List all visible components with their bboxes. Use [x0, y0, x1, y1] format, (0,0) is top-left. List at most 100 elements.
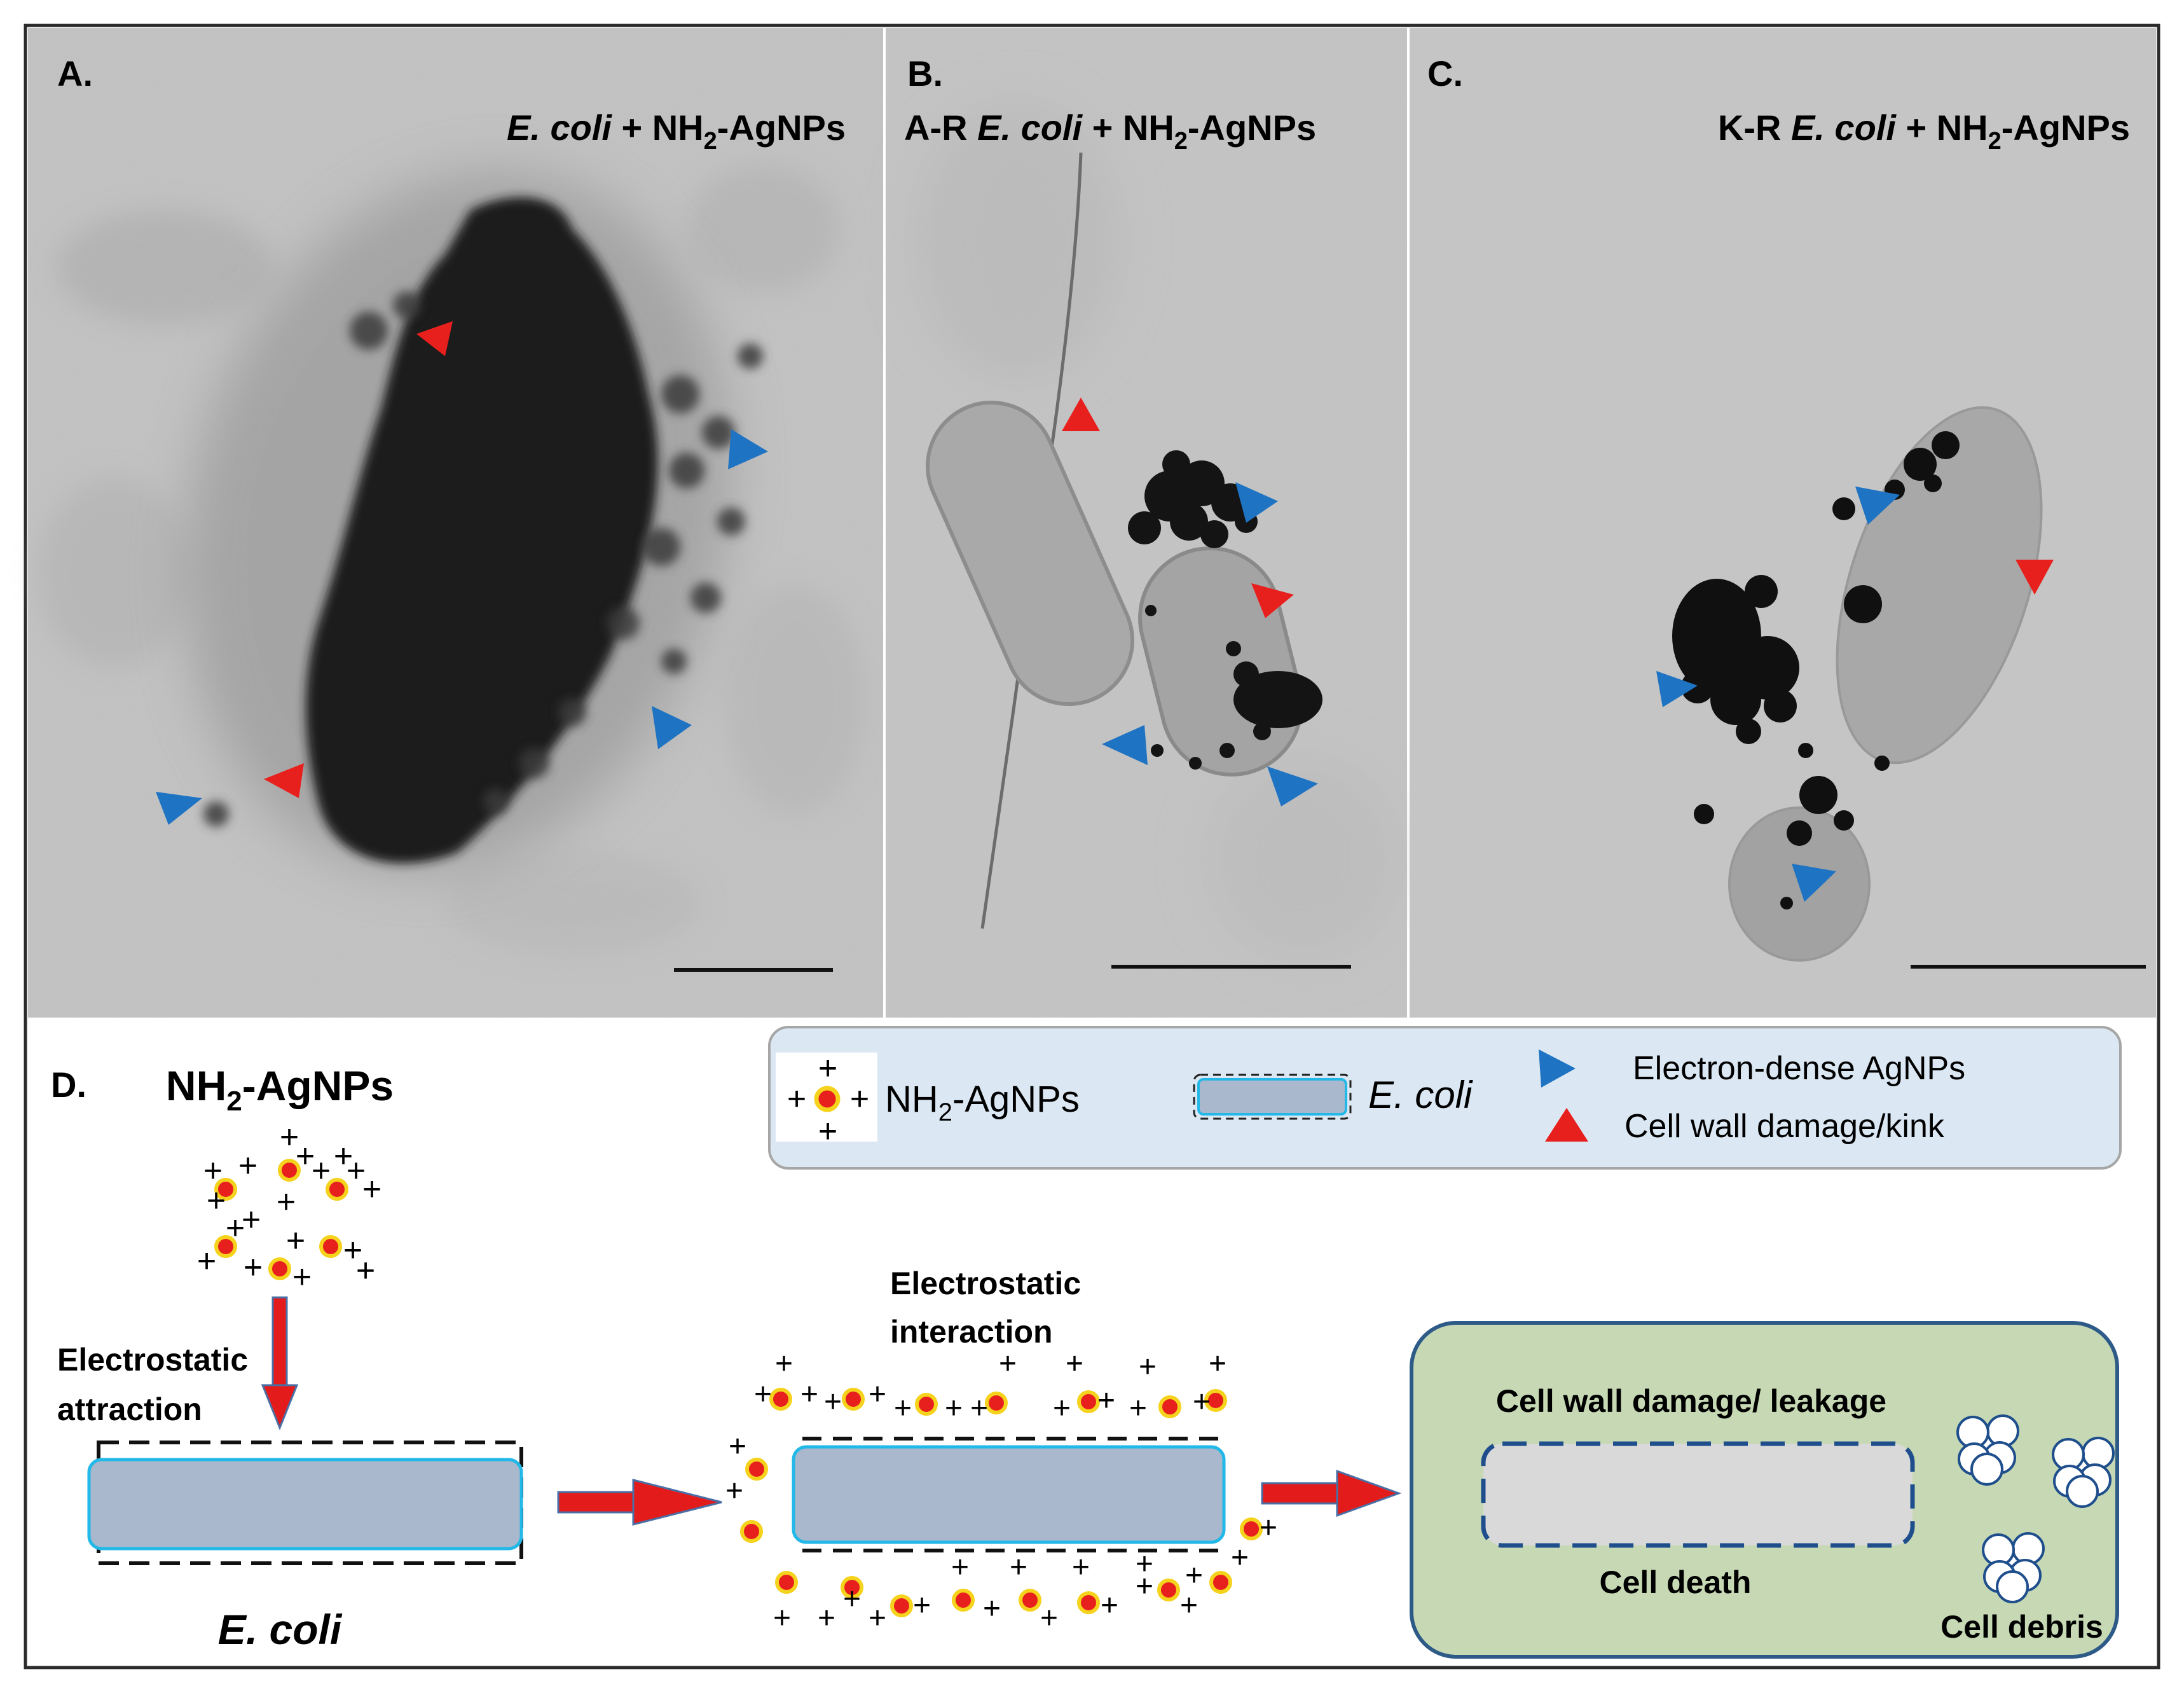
panel-a: A. E. coli + NH2-AgNPs	[28, 28, 883, 1018]
positive-charge: +	[238, 1147, 258, 1184]
positive-charge: +	[1209, 1347, 1226, 1381]
panel-b-blue-marker-2	[1102, 725, 1148, 765]
positive-charge: +	[1097, 1384, 1115, 1418]
panel-c-title: K-R E. coli + NH2-AgNPs	[1718, 107, 2130, 155]
nanoparticle	[326, 1178, 348, 1201]
legend-red-label: Cell wall damage/kink	[1624, 1108, 1945, 1145]
debris-fragment	[1970, 1453, 2003, 1486]
positive-charge: +	[773, 1601, 791, 1635]
positive-charge: +	[296, 1138, 315, 1175]
positive-charge: +	[869, 1378, 886, 1411]
positive-charge: +	[244, 1249, 263, 1286]
positive-charge: +	[1260, 1511, 1277, 1545]
panel-c-blue-marker-3	[1792, 864, 1836, 902]
legend-np-symbol: + + + +	[787, 1050, 869, 1150]
positive-charge: +	[312, 1152, 331, 1189]
positive-charge: +	[913, 1589, 931, 1622]
panel-a-blue-marker-1	[728, 429, 768, 469]
positive-charge: +	[970, 1392, 988, 1425]
positive-charge: +	[951, 1551, 969, 1584]
positive-charge: +	[1180, 1589, 1198, 1622]
damage-label: Cell wall damage/ leakage	[1496, 1383, 1886, 1419]
panel-a-red-marker-1	[416, 321, 453, 356]
nanoparticle	[745, 1458, 768, 1481]
positive-charge: +	[280, 1119, 299, 1156]
positive-charge: +	[843, 1582, 861, 1616]
panel-a-blue-marker-3	[156, 792, 202, 825]
positive-charge: +	[725, 1474, 743, 1508]
nanoparticle	[1158, 1395, 1181, 1418]
stage-arrow-2	[1261, 1469, 1402, 1517]
positive-charge: +	[242, 1201, 261, 1238]
dead-cell	[1481, 1441, 1915, 1548]
nanoparticle	[214, 1235, 237, 1258]
nanoparticle	[915, 1393, 938, 1416]
positive-charge: +	[818, 1601, 835, 1635]
positive-charge: +	[1139, 1350, 1157, 1384]
svg-text:+: +	[818, 1113, 837, 1150]
positive-charge: +	[800, 1378, 818, 1411]
nanoparticle	[1077, 1390, 1100, 1413]
panel-d: D. NH2-AgNPs + + + + NH2-AgNPs E. coli E…	[51, 1026, 2122, 1659]
panel-b-blue-marker-1	[1235, 482, 1278, 523]
positive-charge: +	[999, 1347, 1017, 1381]
panel-c: C. K-R E. coli + NH2-AgNPs	[1410, 28, 2156, 1018]
positive-charge: +	[1040, 1601, 1058, 1635]
positive-charge: +	[869, 1601, 886, 1635]
panel-a-title: E. coli + NH2-AgNPs	[507, 107, 846, 155]
positive-charge: +	[945, 1392, 963, 1425]
positive-charge: +	[1053, 1392, 1071, 1425]
positive-charge: +	[207, 1182, 226, 1219]
positive-charge: +	[1101, 1589, 1118, 1622]
svg-text:+: +	[818, 1050, 837, 1087]
positive-charge: +	[729, 1430, 746, 1463]
panel-c-blue-marker-1	[1855, 487, 1900, 525]
positive-charge: +	[1072, 1551, 1090, 1584]
panel-b-blue-marker-3	[1267, 766, 1318, 806]
attraction-arrow	[261, 1296, 299, 1431]
positive-charge: +	[343, 1232, 362, 1269]
panel-b-letter: B.	[907, 53, 943, 93]
stage2-bound-nanoparticles: +++++++++++++++++++++++++++++++++++	[725, 1347, 1277, 1635]
legend-ecoli-symbol	[1197, 1078, 1347, 1116]
legend-box	[768, 1026, 2122, 1170]
positive-charge: +	[1136, 1570, 1153, 1603]
panel-a-bacterium	[306, 197, 658, 864]
nanoparticle	[985, 1392, 1008, 1414]
positive-charge: +	[203, 1152, 223, 1189]
nanoparticle	[1077, 1591, 1100, 1614]
stage2-membrane-charges	[802, 1437, 1218, 1552]
panel-c-blue-marker-2	[1656, 671, 1698, 707]
legend-blue-label: Electron-dense AgNPs	[1633, 1050, 1965, 1087]
stage-arrow-1	[557, 1479, 722, 1526]
positive-charge: +	[983, 1592, 1001, 1626]
panel-a-letter: A.	[57, 53, 93, 93]
nanoparticle	[1204, 1389, 1227, 1412]
positive-charge: +	[356, 1252, 375, 1289]
legend-blue-marker	[1539, 1049, 1576, 1088]
legend-red-marker	[1545, 1108, 1588, 1142]
nanoparticle	[842, 1388, 865, 1411]
positive-charge: +	[1136, 1547, 1153, 1581]
positive-charge: +	[334, 1138, 353, 1175]
nanoparticle	[841, 1576, 863, 1599]
nanoparticle	[775, 1571, 798, 1594]
positive-charge: +	[347, 1152, 366, 1189]
stage1-ecoli-label: E. coli	[218, 1606, 343, 1653]
stage1-ecoli-cell	[87, 1458, 523, 1551]
positive-charge: +	[1010, 1551, 1027, 1584]
panel-b-cell-1	[925, 400, 1135, 707]
positive-charge: +	[1185, 1559, 1203, 1593]
debris-fragment	[1996, 1570, 2029, 1603]
nanoparticle	[1019, 1589, 1041, 1612]
panel-b-red-marker-1	[1062, 397, 1100, 431]
legend: + + + + NH2-AgNPs E. coli Electron-dense…	[768, 1026, 2122, 1170]
positive-charge: +	[1129, 1392, 1147, 1425]
nanoparticle	[1157, 1579, 1180, 1601]
positive-charge: +	[824, 1385, 842, 1419]
panel-b: B. A-R E. coli + NH2-AgNPs	[886, 28, 1407, 1018]
positive-charge: +	[754, 1378, 772, 1411]
nanoparticle	[740, 1520, 763, 1543]
